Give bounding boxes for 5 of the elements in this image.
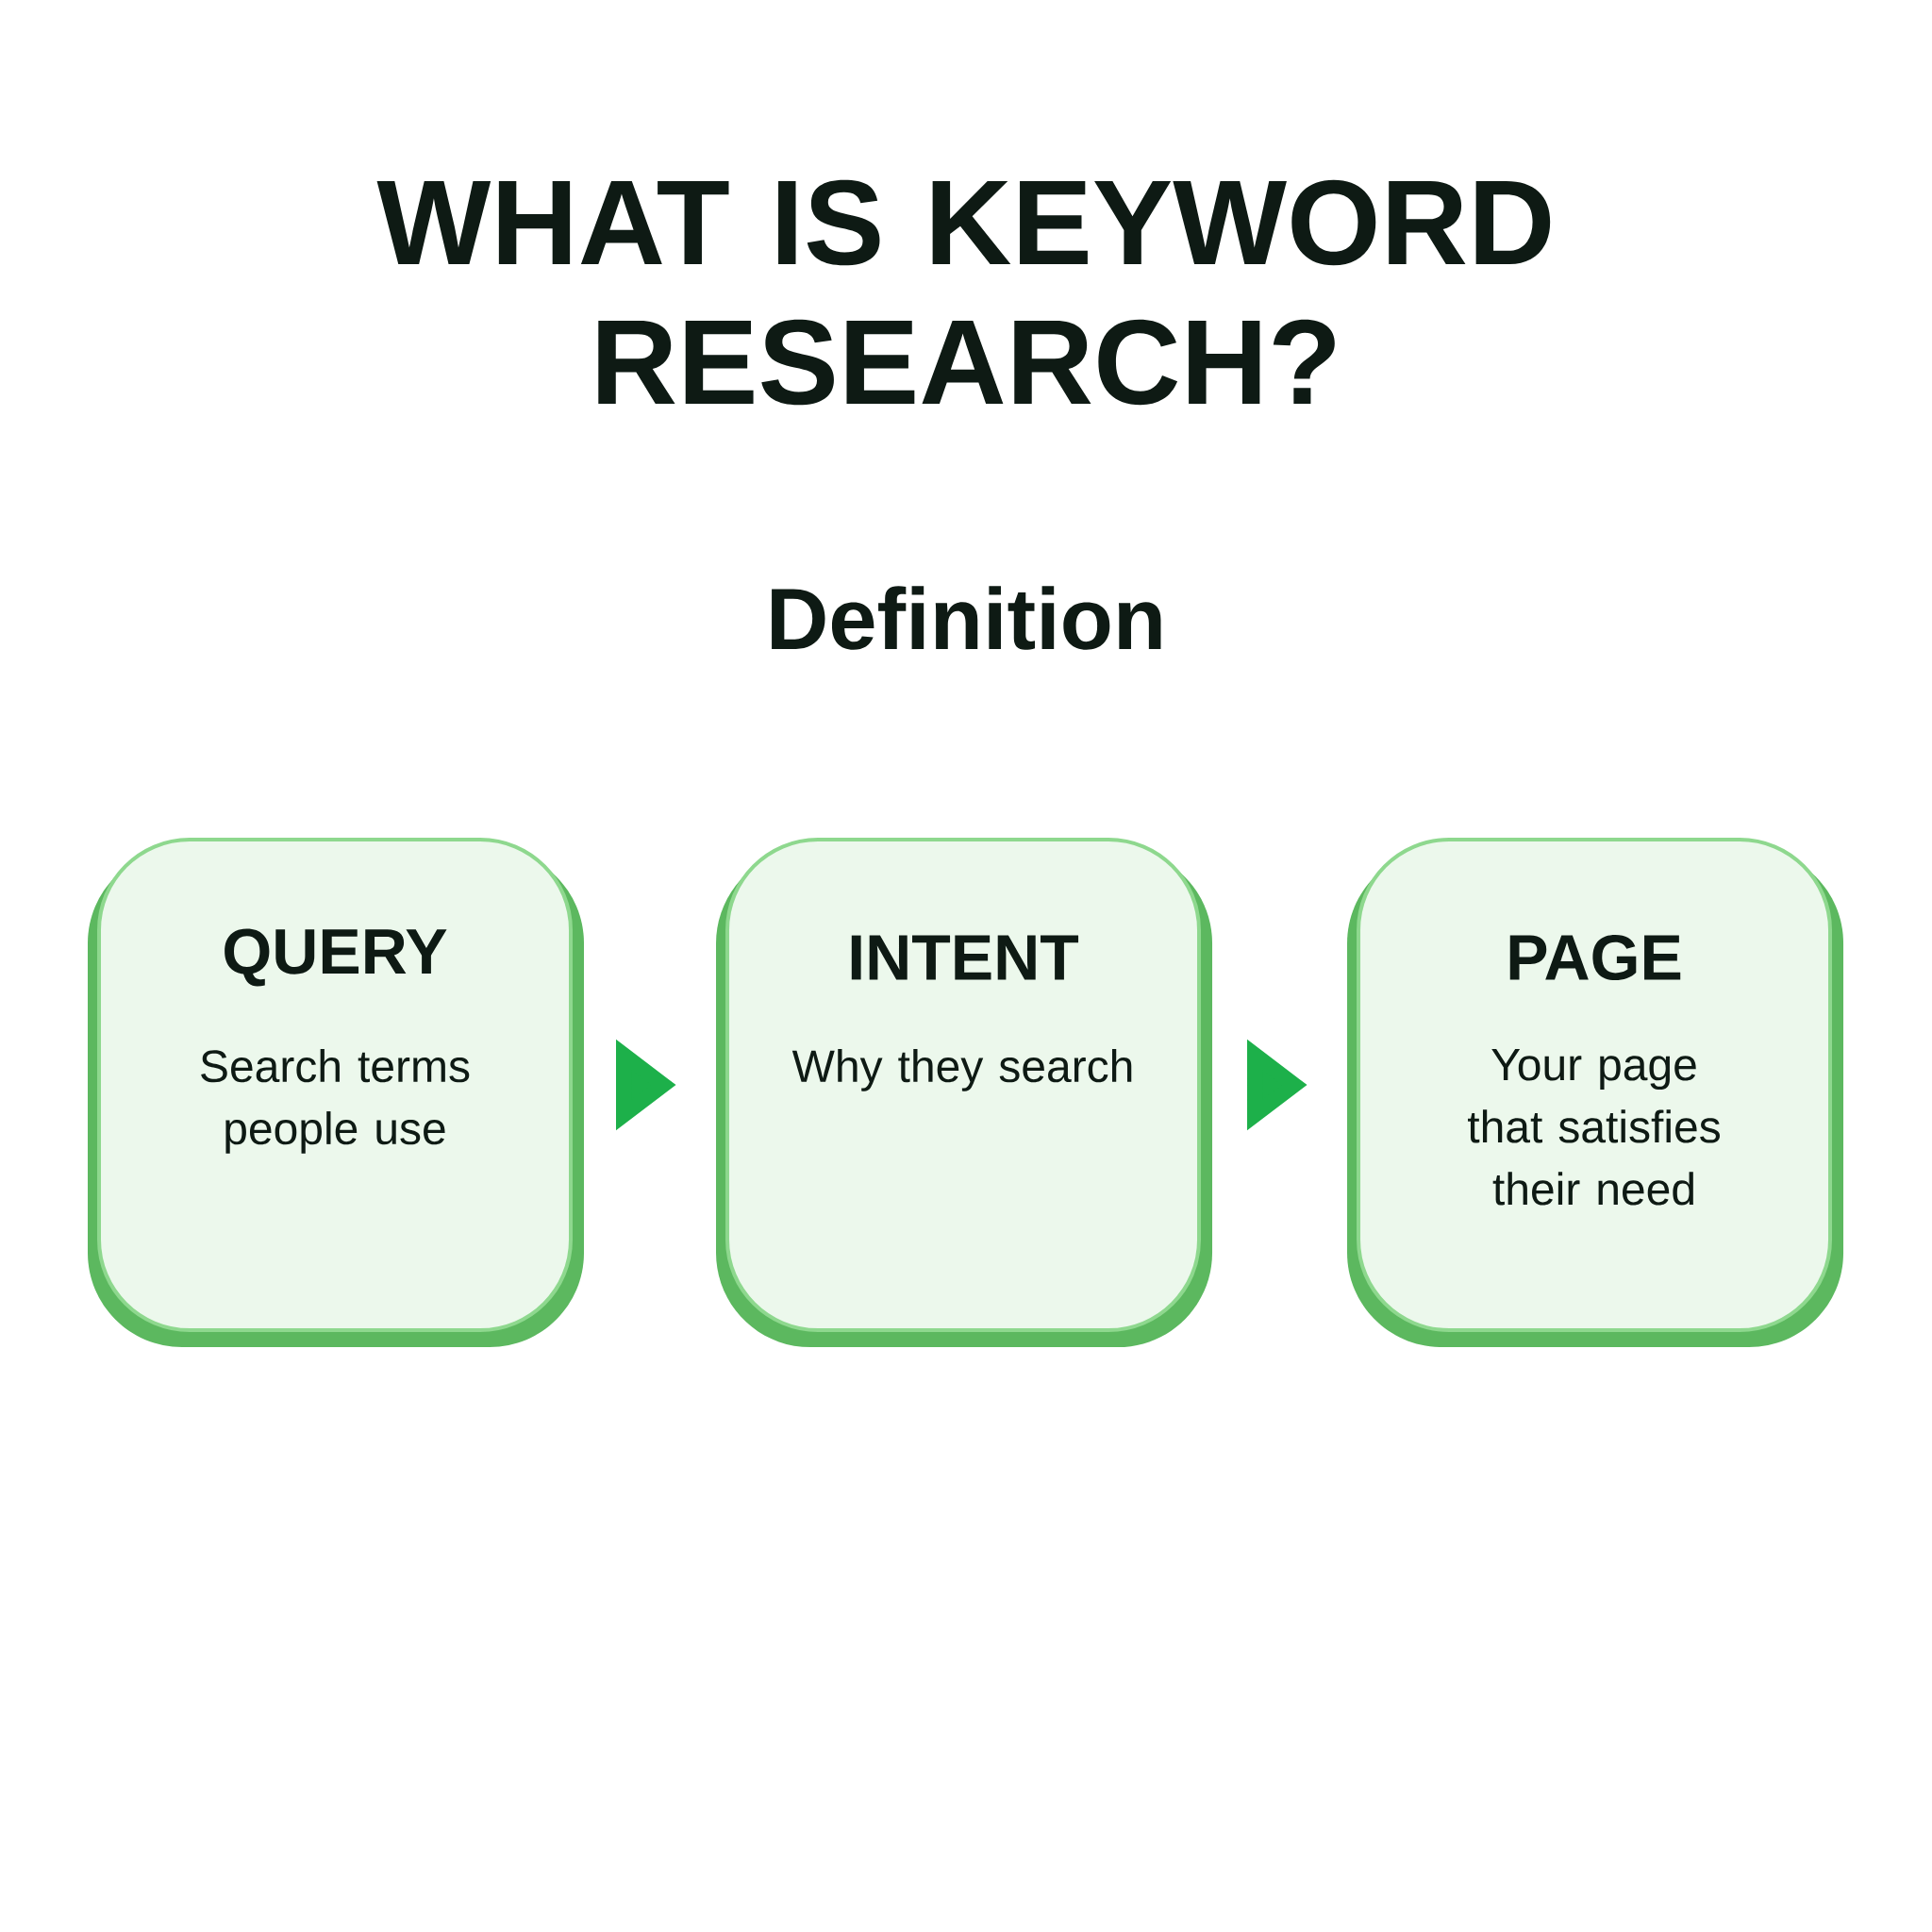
step-card: QUERY Search terms people use <box>88 838 584 1347</box>
title: WHAT IS KEYWORD RESEARCH? <box>376 179 1551 406</box>
step-card: PAGE Your page that satisfies their need <box>1347 838 1844 1347</box>
step-card: INTENT Why they search <box>716 838 1213 1347</box>
subtitle: Definition <box>772 586 1161 650</box>
